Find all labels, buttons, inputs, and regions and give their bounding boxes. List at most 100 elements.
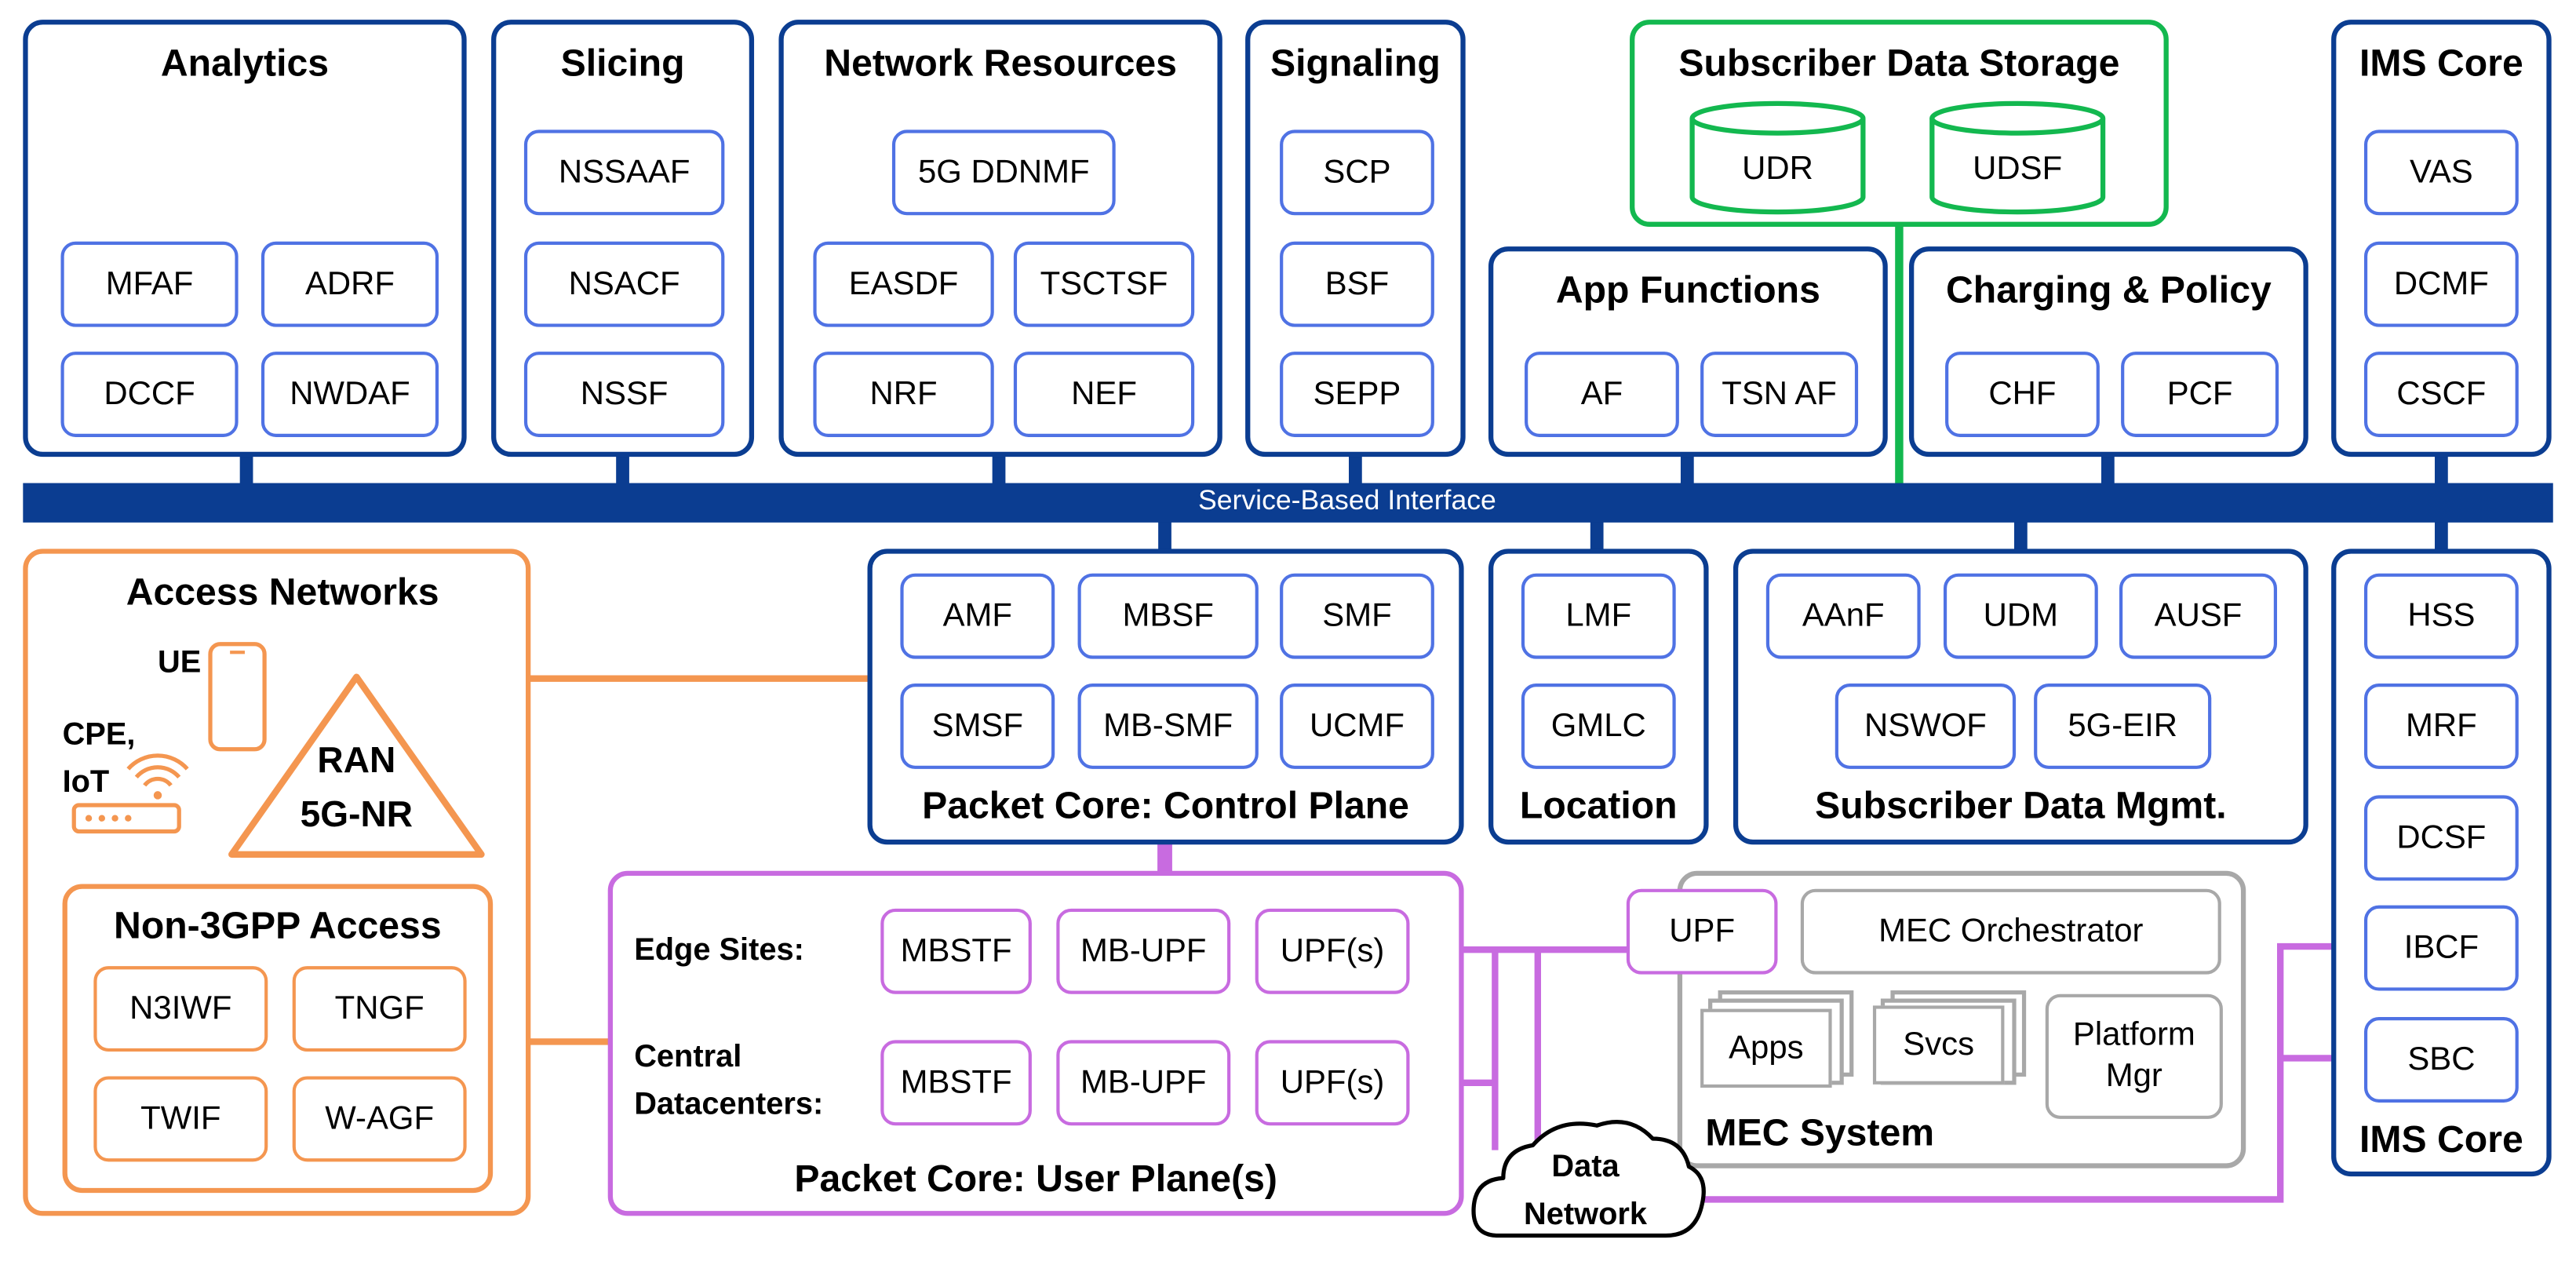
edge-sites-label: Edge Sites: (634, 933, 804, 968)
nf-edge-upf[interactable]: UPF(s) (1255, 908, 1410, 994)
nf-udm[interactable]: UDM (1943, 573, 2098, 659)
nf-sbc[interactable]: SBC (2363, 1017, 2519, 1103)
central-label-2: Datacenters: (634, 1088, 824, 1123)
nf-5g-eir[interactable]: 5G-EIR (2034, 684, 2212, 769)
nf-lmf[interactable]: LMF (1521, 573, 1676, 659)
nf-dcmf[interactable]: DCMF (2363, 241, 2519, 327)
location-group: LMF GMLC Location (1488, 549, 1709, 845)
nf-nwdaf[interactable]: NWDAF (261, 352, 439, 437)
nf-n3iwf[interactable]: N3IWF (93, 966, 268, 1052)
nf-aanf[interactable]: AAnF (1765, 573, 1921, 659)
nf-ucmf[interactable]: UCMF (1280, 684, 1434, 769)
udr-database-icon (1689, 100, 1866, 215)
router-icon (71, 753, 189, 834)
nf-amf[interactable]: AMF (900, 573, 1055, 659)
nf-dcsf[interactable]: DCSF (2363, 795, 2519, 881)
group-title: Charging & Policy (1946, 268, 2272, 311)
subscriber-data-mgmt-group: AAnF UDM AUSF NSWOF 5G-EIR Subscriber Da… (1733, 549, 2308, 845)
nf-gmlc[interactable]: GMLC (1521, 684, 1676, 769)
nf-edge-mbstf[interactable]: MBSTF (880, 908, 1032, 994)
ran-triangle-icon (228, 673, 485, 858)
mec-orchestrator[interactable]: MEC Orchestrator (1800, 888, 2221, 975)
network-resources-group: Network Resources 5G DDNMF EASDF TSCTSF … (778, 20, 1222, 458)
phone-icon (208, 642, 267, 752)
nf-mfaf[interactable]: MFAF (60, 241, 239, 327)
group-title: Subscriber Data Mgmt. (1815, 783, 2227, 827)
ims-core-bottom-group: HSS MRF DCSF IBCF SBC IMS Core (2331, 549, 2552, 1177)
sbi-label: Service-Based Interface (1197, 484, 1496, 516)
nf-mec-upf[interactable]: UPF (1626, 888, 1778, 975)
nf-central-mbstf[interactable]: MBSTF (880, 1040, 1032, 1126)
nf-adrf[interactable]: ADRF (261, 241, 439, 327)
nf-mbsf[interactable]: MBSF (1077, 573, 1259, 659)
group-title: IMS Core (2359, 1117, 2523, 1161)
nf-cscf[interactable]: CSCF (2363, 352, 2519, 437)
nf-dccf[interactable]: DCCF (60, 352, 239, 437)
nf-ibcf[interactable]: IBCF (2363, 905, 2519, 991)
group-title: Network Resources (824, 41, 1177, 84)
data-network-label-2: Network (1524, 1198, 1648, 1233)
app-functions-group: App Functions AF TSN AF (1488, 246, 1888, 458)
nf-hss[interactable]: HSS (2363, 573, 2519, 659)
iot-label: IoT (62, 765, 110, 800)
nf-udr[interactable]: UDR (1742, 151, 1813, 188)
non-3gpp-access-group: Non-3GPP Access N3IWF TNGF TWIF W-AGF (62, 884, 494, 1194)
nf-twif[interactable]: TWIF (93, 1076, 268, 1162)
ims-core-top-group: IMS Core VAS DCMF CSCF (2331, 20, 2552, 458)
central-label-1: Central (634, 1040, 742, 1075)
nf-nsacf[interactable]: NSACF (523, 241, 725, 327)
nf-nrf[interactable]: NRF (813, 352, 994, 437)
group-title: Analytics (160, 41, 330, 84)
mec-platform-mgr[interactable]: Platform Mgr (2045, 993, 2223, 1119)
nf-udsf[interactable]: UDSF (1973, 151, 2063, 188)
nf-smsf[interactable]: SMSF (900, 684, 1055, 769)
nf-bsf[interactable]: BSF (1280, 241, 1434, 327)
nf-chf[interactable]: CHF (1945, 352, 2100, 437)
nf-tsn-af[interactable]: TSN AF (1700, 352, 1859, 437)
nf-mrf[interactable]: MRF (2363, 684, 2519, 769)
group-title: Location (1519, 783, 1678, 827)
nf-pcf[interactable]: PCF (2121, 352, 2279, 437)
nf-nswof[interactable]: NSWOF (1835, 684, 2017, 769)
nf-tngf[interactable]: TNGF (292, 966, 467, 1052)
nf-af[interactable]: AF (1525, 352, 1679, 437)
nf-central-upf[interactable]: UPF(s) (1255, 1040, 1410, 1126)
nf-w-agf[interactable]: W-AGF (292, 1076, 467, 1162)
mec-apps[interactable]: Apps (1700, 1008, 1832, 1088)
slicing-group: Slicing NSSAAF NSACF NSSF (491, 20, 755, 458)
nf-nssaaf[interactable]: NSSAAF (523, 129, 725, 216)
group-title: MEC System (1705, 1110, 1935, 1154)
analytics-group: Analytics MFAF ADRF DCCF NWDAF (23, 20, 467, 458)
nf-central-mb-upf[interactable]: MB-UPF (1056, 1040, 1231, 1126)
group-title: App Functions (1555, 268, 1820, 311)
group-title: IMS Core (2359, 41, 2523, 84)
nf-edge-mb-upf[interactable]: MB-UPF (1056, 908, 1231, 994)
nf-nssf[interactable]: NSSF (523, 352, 725, 437)
nf-scp[interactable]: SCP (1280, 129, 1434, 216)
nf-5g-ddnmf[interactable]: 5G DDNMF (891, 129, 1116, 216)
nf-vas[interactable]: VAS (2363, 129, 2519, 216)
data-network-label-1: Data (1551, 1150, 1620, 1185)
service-based-interface-bus (23, 483, 2553, 523)
nf-tsctsf[interactable]: TSCTSF (1013, 241, 1195, 327)
group-title: Subscriber Data Storage (1678, 41, 2120, 84)
platform-line2: Mgr (2105, 1058, 2162, 1095)
mec-svcs[interactable]: Svcs (1872, 1005, 2005, 1085)
group-title: Slicing (560, 41, 685, 84)
nf-sepp[interactable]: SEPP (1280, 352, 1434, 437)
nf-easdf[interactable]: EASDF (813, 241, 994, 327)
nf-nef[interactable]: NEF (1013, 352, 1195, 437)
ran-label-line1: RAN (317, 739, 396, 781)
nf-smf[interactable]: SMF (1280, 573, 1434, 659)
nf-ausf[interactable]: AUSF (2119, 573, 2278, 659)
cloud-icon (1471, 1119, 1706, 1238)
control-plane-group: AMF MBSF SMF SMSF MB-SMF UCMF Packet Cor… (867, 549, 1464, 845)
router-leds (85, 791, 162, 822)
group-title: Packet Core: Control Plane (922, 783, 1409, 827)
nf-mb-smf[interactable]: MB-SMF (1077, 684, 1259, 769)
group-title: Non-3GPP Access (114, 903, 442, 947)
group-title: Access Networks (126, 570, 439, 613)
